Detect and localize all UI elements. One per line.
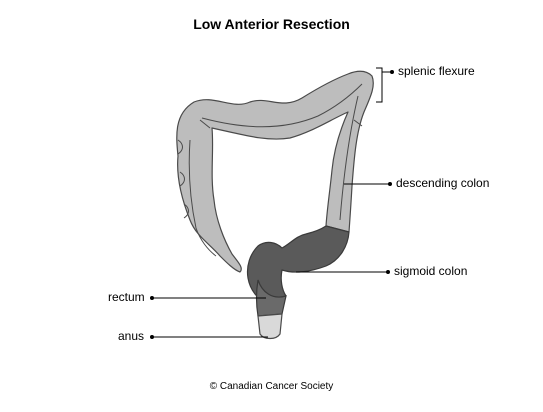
label-rectum: rectum <box>108 290 145 304</box>
rectum-dot <box>150 296 154 300</box>
anus-segment <box>257 313 283 340</box>
descending-colon-dot <box>388 182 392 186</box>
sigmoid-colon-removed <box>246 225 350 305</box>
lumen-line <box>339 95 359 221</box>
colon-body <box>176 70 374 273</box>
splenic-flexure-bracket <box>376 67 383 103</box>
sigmoid-colon-dot <box>386 270 390 274</box>
copyright-notice: © Canadian Cancer Society <box>209 381 334 392</box>
diagram-title: Low Anterior Resection <box>193 16 350 32</box>
leader-dots <box>150 70 394 339</box>
label-sigmoid-colon: sigmoid colon <box>394 264 468 278</box>
anus-dot <box>150 335 154 339</box>
lumen-line <box>201 83 363 128</box>
leader-lines <box>152 67 392 338</box>
label-descending-colon: descending colon <box>396 176 490 190</box>
lumen-line <box>188 139 217 257</box>
splenic-flexure-dot <box>390 70 394 74</box>
haustra-marks <box>177 119 363 219</box>
label-anus: anus <box>118 329 145 343</box>
label-splenic-flexure: splenic flexure <box>398 64 475 78</box>
